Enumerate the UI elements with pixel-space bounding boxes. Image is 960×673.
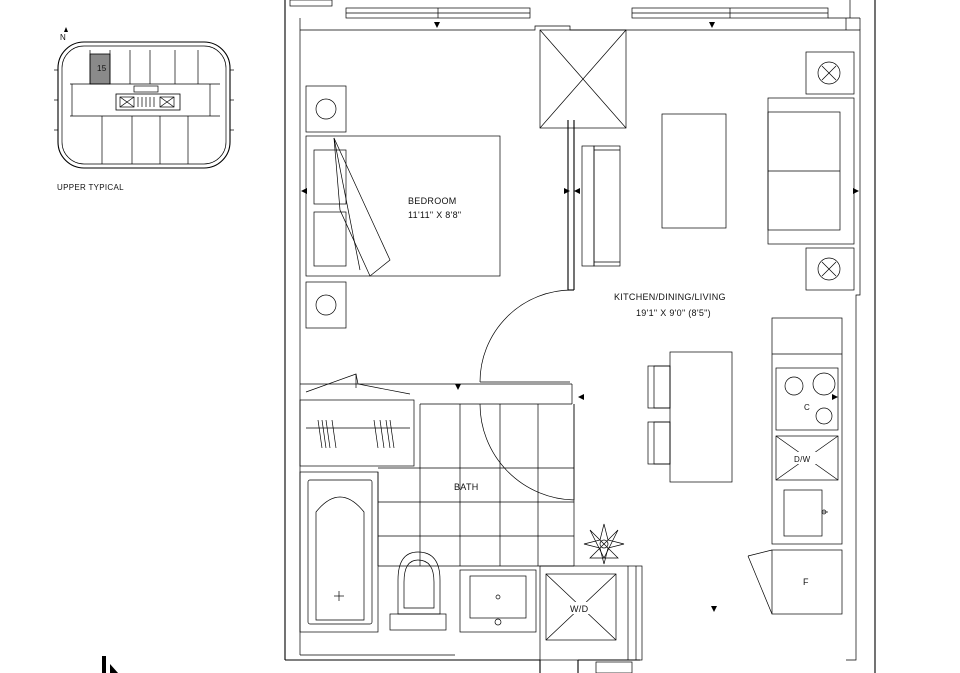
building-core	[115, 93, 181, 111]
wd-label: W/D	[570, 604, 589, 614]
dishwasher	[775, 435, 839, 481]
key-plan: N 15	[54, 27, 234, 192]
bedroom-dims: 11'11" X 8'8"	[408, 210, 461, 220]
kitchen-label: KITCHEN/DINING/LIVING	[614, 292, 726, 302]
north-arrow-icon	[64, 27, 68, 32]
bathtub	[307, 479, 373, 625]
bed	[305, 135, 501, 277]
key-plan-caption: UPPER TYPICAL	[57, 183, 124, 192]
bedroom-door-swing	[479, 289, 573, 383]
cooktop	[775, 367, 839, 431]
chair-2	[647, 421, 671, 465]
mechanical-shaft	[539, 29, 627, 129]
bath: BATH W/D	[299, 403, 643, 673]
living-area: KITCHEN/DINING/LIVING 19'1" X 9'0" (8'5"…	[581, 51, 855, 615]
fridge-label: F	[803, 577, 809, 587]
dw-label: D/W	[794, 455, 811, 464]
closet	[299, 399, 415, 467]
nightstand-bottom	[305, 281, 347, 329]
vanity	[459, 569, 537, 633]
sliding-panel	[581, 145, 595, 267]
kitchen-sink	[783, 489, 823, 537]
bath-label: BATH	[454, 482, 479, 492]
side-table-bottom	[805, 247, 855, 291]
north-label: N	[60, 33, 66, 42]
unit-number: 15	[97, 64, 107, 73]
logo-fragment	[102, 656, 118, 673]
washer-dryer	[545, 573, 617, 641]
fridge	[771, 549, 843, 615]
toilet	[397, 551, 441, 615]
bath-door-swing	[479, 403, 575, 501]
building-outline	[57, 41, 231, 169]
chair-1	[647, 365, 671, 409]
bedroom-label: BEDROOM	[408, 196, 457, 206]
bedroom: BEDROOM 11'11" X 8'8"	[299, 85, 501, 467]
nightstand-top	[305, 85, 347, 133]
kitchen-counter	[771, 317, 843, 545]
coffee-table	[661, 113, 727, 229]
side-table-top	[805, 51, 855, 95]
unit-plan: BEDROOM 11'11" X 8'8"	[284, 0, 876, 673]
wall-arrows	[301, 22, 859, 612]
cooktop-label: C	[804, 403, 810, 412]
kitchen-dims: 19'1" X 9'0" (8'5")	[636, 308, 711, 318]
dining-table	[669, 351, 733, 483]
compass-rose-icon	[583, 523, 625, 565]
